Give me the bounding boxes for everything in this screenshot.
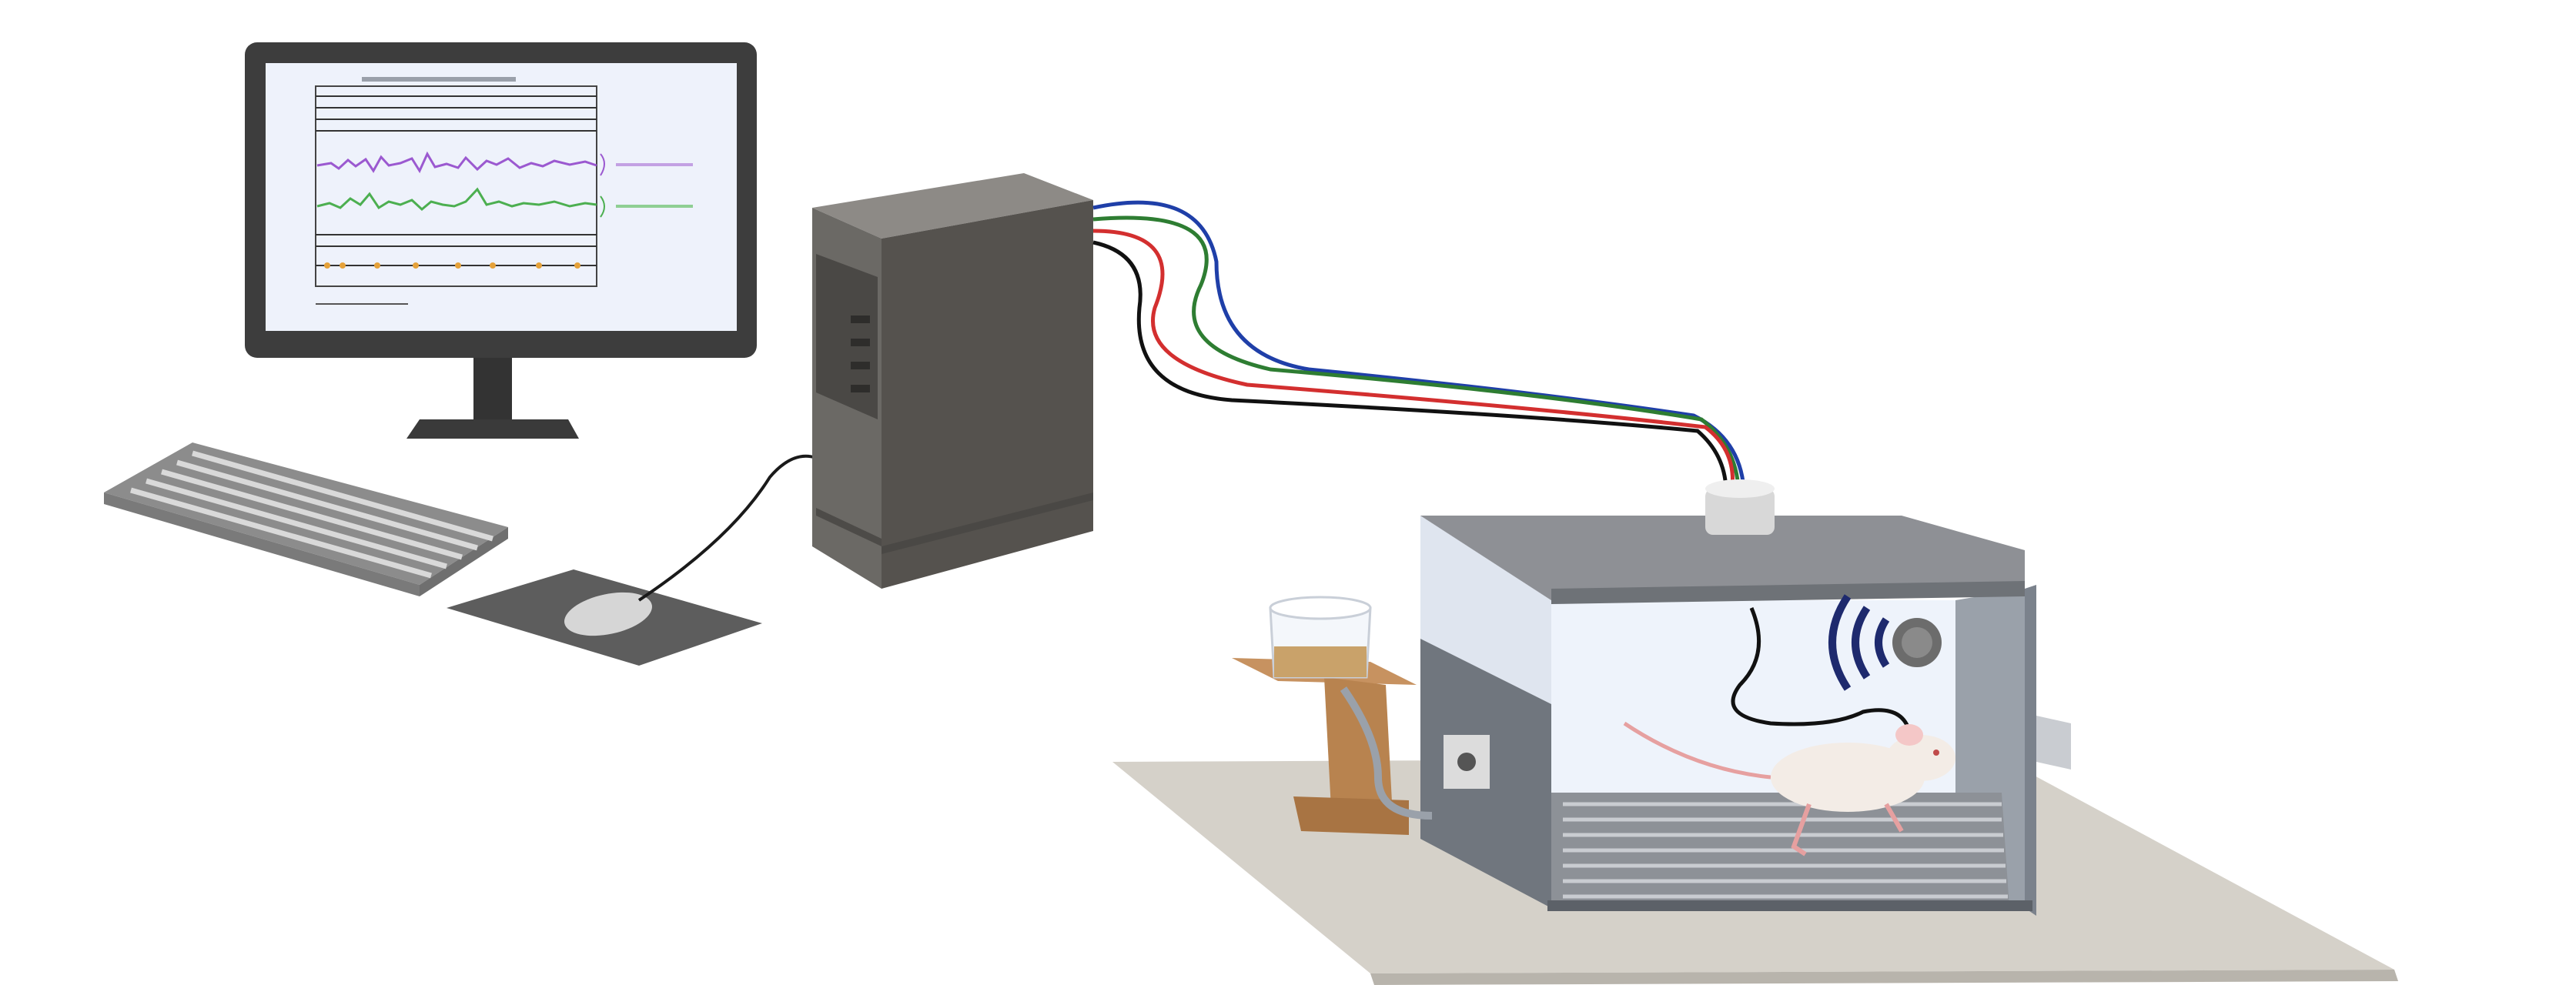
mouse-body xyxy=(564,592,652,636)
mouse-ear xyxy=(1895,724,1923,746)
event-marker xyxy=(374,262,380,269)
tower-side xyxy=(882,200,1093,589)
speaker-cone xyxy=(1902,627,1932,658)
drive-slot xyxy=(851,316,870,323)
tower-top xyxy=(812,173,1093,239)
screen-plot-frame xyxy=(315,85,597,287)
mouse-leg xyxy=(1791,803,1812,856)
drive-slot xyxy=(851,385,870,392)
mouse-eye xyxy=(1933,750,1939,756)
tower-base-line xyxy=(816,508,882,546)
event-marker xyxy=(340,262,346,269)
mouse-cable xyxy=(637,454,817,602)
screen-plot-title-bar xyxy=(362,77,516,82)
cable-red xyxy=(1092,229,1735,489)
monitor-screen xyxy=(266,63,737,331)
purple-signal-trace xyxy=(316,151,597,174)
event-marker xyxy=(490,262,496,269)
monitor-neck xyxy=(473,350,512,419)
mouse-head xyxy=(1886,735,1955,781)
drive-slot xyxy=(851,339,870,346)
purple-bracket xyxy=(600,153,605,176)
chamber-right-edge xyxy=(2025,585,2036,916)
cable-blue xyxy=(1092,200,1746,489)
keyboard-edge xyxy=(420,527,508,596)
drive-slot xyxy=(851,362,870,369)
key-row xyxy=(192,450,493,542)
key-row xyxy=(146,478,447,569)
sound-wave xyxy=(1828,594,1852,691)
tower-side-line xyxy=(882,492,1093,554)
platform-edge xyxy=(1370,970,2398,985)
event-marker xyxy=(413,262,419,269)
commutator xyxy=(1705,489,1775,535)
green-signal-trace xyxy=(316,187,597,211)
mouse-icon xyxy=(447,454,817,666)
monitor-base xyxy=(406,419,579,439)
side-box xyxy=(2036,716,2071,770)
feeder-post xyxy=(1324,677,1393,831)
conditioning-chamber-icon xyxy=(1420,479,2071,916)
green-bracket xyxy=(600,195,605,218)
sound-wave xyxy=(1875,617,1890,668)
sound-wave xyxy=(1852,606,1871,679)
event-marker xyxy=(324,262,330,269)
left-port-hole xyxy=(1457,753,1476,771)
green-label-bar xyxy=(616,205,693,208)
event-marker xyxy=(574,262,580,269)
event-marker xyxy=(455,262,461,269)
purple-label-bar xyxy=(616,163,693,166)
chamber-top xyxy=(1420,516,2025,600)
event-markers xyxy=(324,262,580,269)
key-row xyxy=(176,459,478,551)
speaker-icon xyxy=(1828,594,1942,691)
cable-black xyxy=(1092,240,1728,489)
computer-tower-icon xyxy=(812,173,1093,589)
food-cup-icon xyxy=(1232,596,1433,835)
mouse-leg xyxy=(1884,803,1904,833)
commutator-top xyxy=(1705,479,1775,498)
keyboard-icon xyxy=(104,442,508,596)
mouse-torso xyxy=(1771,743,1925,812)
mouse-tail xyxy=(1623,721,1771,780)
keyboard-front xyxy=(104,492,420,596)
chamber-left-glass xyxy=(1420,516,1551,704)
chamber-top-edge xyxy=(1551,581,2025,604)
grid-bars xyxy=(1563,802,2008,899)
monitor-icon xyxy=(245,42,757,439)
keyboard-keys xyxy=(130,450,493,579)
feeder-tube xyxy=(1340,686,1433,820)
event-marker xyxy=(536,262,542,269)
cable-bundle-icon xyxy=(1092,200,1746,489)
key-row xyxy=(161,469,463,560)
cup-rim xyxy=(1269,596,1372,620)
cable-green xyxy=(1092,215,1741,489)
cup-contents xyxy=(1274,646,1367,677)
key-row xyxy=(130,487,432,579)
tether-cable xyxy=(1731,607,1912,732)
tower-drive-bay xyxy=(816,254,878,419)
feeder-foot xyxy=(1293,796,1409,835)
tower-drive-slots xyxy=(851,316,870,392)
lab-mouse-icon xyxy=(1623,721,1955,856)
chamber-bottom-rail xyxy=(1547,900,2032,911)
screen-plot xyxy=(315,77,693,305)
